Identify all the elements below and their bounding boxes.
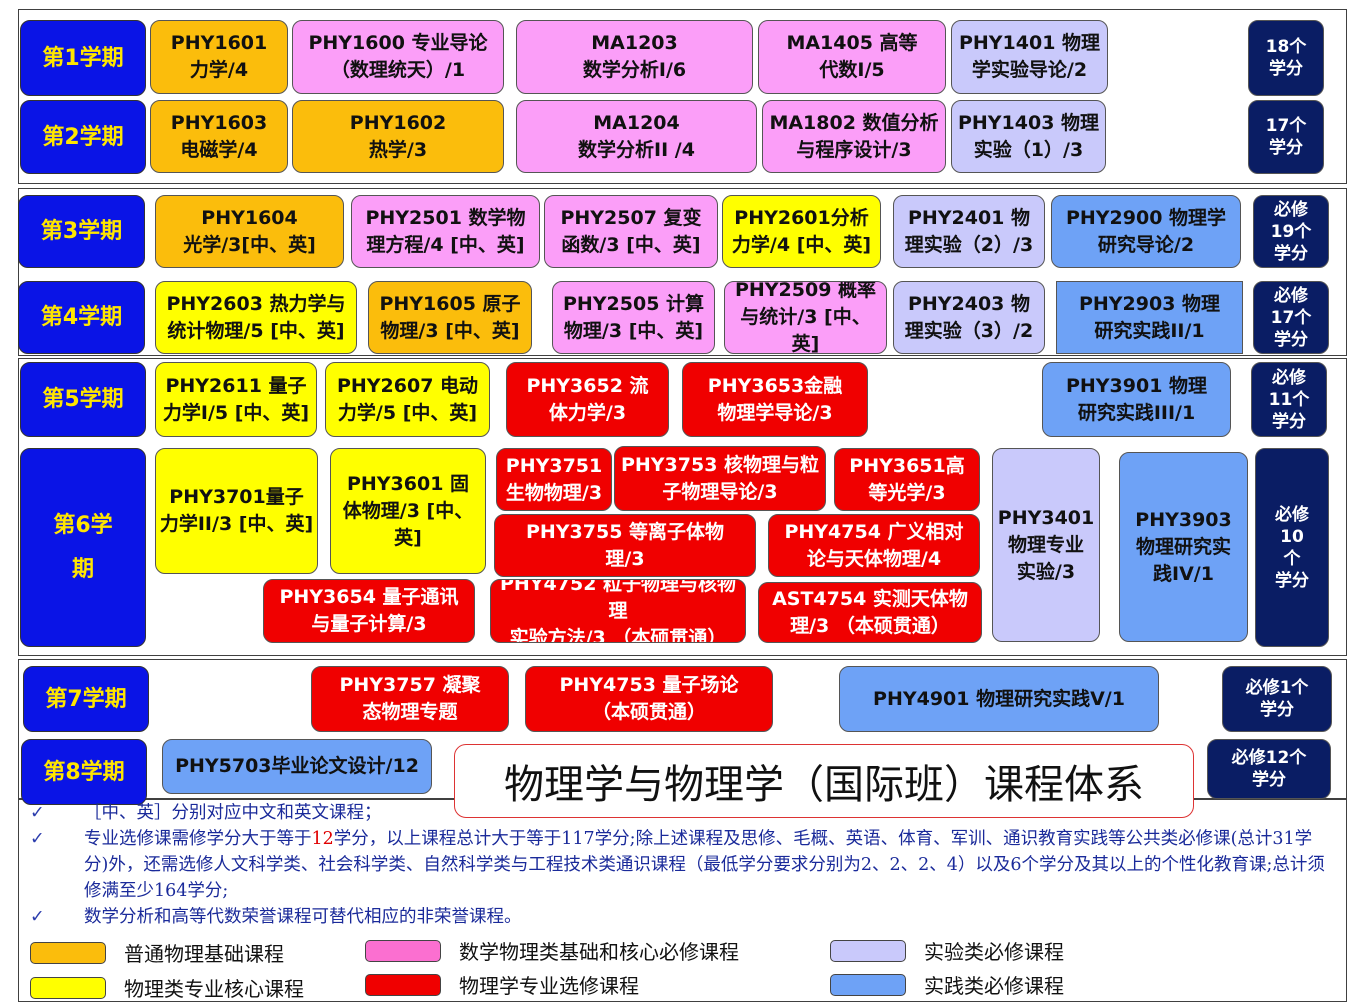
course-phy4753: PHY4753 量子场论 （本硕贯通） <box>525 666 773 732</box>
check-icon: ✓ <box>30 907 45 927</box>
course-phy2501: PHY2501 数学物 理方程/4 [中、英] <box>351 195 540 268</box>
course-phy2903: PHY2903 物理 研究实践II/1 <box>1056 281 1243 354</box>
legend-swatch <box>830 939 906 962</box>
semester-label-7: 第7学期 <box>23 666 149 732</box>
course-ast4754: AST4754 实测天体物 理/3 （本硕贯通） <box>758 582 982 643</box>
semester-label-1: 第1学期 <box>20 20 146 96</box>
semester-label-4: 第4学期 <box>18 281 145 354</box>
course-phy3653: PHY3653金融 物理学导论/3 <box>682 362 868 437</box>
legend-core: 物理类专业核心课程 <box>30 973 304 1002</box>
course-phy3753: PHY3753 核物理与粒 子物理导论/3 <box>614 446 826 511</box>
legend-swatch <box>365 973 441 996</box>
course-phy2505: PHY2505 计算 物理/3 [中、英] <box>552 281 715 354</box>
legend-lab: 实验类必修课程 <box>830 936 1064 965</box>
course-phy3401: PHY3401 物理专业 实验/3 <box>992 448 1100 642</box>
course-phy2509: PHY2509 概率 与统计/3 [中、英] <box>724 281 887 354</box>
course-phy3652: PHY3652 流 体力学/3 <box>506 362 669 437</box>
course-phy4754: PHY4754 广义相对 论与天体物理/4 <box>768 514 980 577</box>
course-phy3701: PHY3701量子 力学II/3 [中、英] <box>155 448 318 574</box>
course-phy1403: PHY1403 物理 实验（1）/3 <box>951 100 1106 173</box>
legend-swatch <box>830 973 906 996</box>
credits-semester-6: 必修 10 个 学分 <box>1255 448 1329 647</box>
semester-label-2: 第2学期 <box>20 100 146 174</box>
group-frame-year2 <box>18 188 1347 356</box>
course-phy4752: PHY4752 粒子物理与核物理 实验方法/3 （本硕贯通） <box>490 579 746 643</box>
group-frame-year3 <box>18 358 1347 656</box>
legend-swatch <box>30 941 106 964</box>
legend-basic-physics: 普通物理基础课程 <box>30 938 284 967</box>
semester-label-5: 第5学期 <box>20 362 146 437</box>
course-phy2611: PHY2611 量子 力学I/5 [中、英] <box>155 362 317 437</box>
course-phy2507: PHY2507 复变 函数/3 [中、英] <box>544 195 718 268</box>
note-2: ✓ 专业选修课需修学分大于等于12学分，以上课程总计大于等于117学分;除上述课… <box>30 826 1335 904</box>
course-phy3651: PHY3651高 等光学/3 <box>834 448 980 511</box>
credits-semester-5: 必修 11个 学分 <box>1251 362 1327 437</box>
course-phy3751: PHY3751 生物物理/3 <box>496 448 612 511</box>
legend-practice: 实践类必修课程 <box>830 970 1064 999</box>
credits-semester-8: 必修12个 学分 <box>1207 739 1331 799</box>
course-phy1601: PHY1601 力学/4 <box>150 20 288 94</box>
course-ma1802: MA1802 数值分析 与程序设计/3 <box>762 100 946 173</box>
credits-semester-2: 17个 学分 <box>1248 100 1324 174</box>
course-phy1600: PHY1600 专业导论 （数理统天）/1 <box>292 20 504 94</box>
semester-label-8: 第8学期 <box>21 739 147 805</box>
course-phy2401: PHY2401 物 理实验（2）/3 <box>893 195 1045 268</box>
legend-swatch <box>365 939 441 962</box>
course-ma1405: MA1405 高等 代数I/5 <box>758 20 946 94</box>
course-phy3757: PHY3757 凝聚 态物理专题 <box>311 666 509 732</box>
group-frame-year1 <box>18 9 1347 184</box>
note-3: ✓ 数学分析和高等代数荣誉课程可替代相应的非荣誉课程。 <box>30 904 1335 930</box>
course-phy3654: PHY3654 量子通讯 与量子计算/3 <box>263 579 475 643</box>
credits-semester-4: 必修 17个 学分 <box>1253 281 1329 354</box>
course-phy1605: PHY1605 原子 物理/3 [中、英] <box>368 281 532 354</box>
check-icon: ✓ <box>30 803 45 823</box>
course-phy1604: PHY1604 光学/3[中、英] <box>155 195 344 268</box>
course-phy1603: PHY1603 电磁学/4 <box>150 100 288 173</box>
course-phy3901: PHY3901 物理 研究实践III/1 <box>1042 362 1231 437</box>
notes: ✓ ［中、英］分别对应中文和英文课程； ✓ 专业选修课需修学分大于等于12学分，… <box>30 800 1335 930</box>
course-phy4901: PHY4901 物理研究实践V/1 <box>839 666 1159 732</box>
legend-math-physics: 数学物理类基础和核心必修课程 <box>365 936 739 965</box>
note-1: ✓ ［中、英］分别对应中文和英文课程； <box>30 800 1335 826</box>
course-phy2601: PHY2601分析 力学/4 [中、英] <box>722 195 881 268</box>
semester-label-6: 第6学 期 <box>20 448 146 647</box>
page-title: 物理学与物理学（国际班）课程体系 <box>454 744 1194 818</box>
credits-semester-7: 必修1个 学分 <box>1222 666 1332 732</box>
course-ma1203: MA1203 数学分析I/6 <box>516 20 753 94</box>
legend-swatch <box>30 976 106 999</box>
check-icon: ✓ <box>30 829 45 849</box>
course-phy5703: PHY5703毕业论文设计/12 <box>162 739 432 794</box>
course-phy3601: PHY3601 固 体物理/3 [中、 英] <box>330 448 486 574</box>
course-phy1602: PHY1602 热学/3 <box>292 100 504 173</box>
credits-semester-3: 必修 19个 学分 <box>1253 195 1329 268</box>
course-phy2603: PHY2603 热力学与 统计物理/5 [中、英] <box>155 281 357 354</box>
course-phy3755: PHY3755 等离子体物 理/3 <box>494 514 756 577</box>
course-phy1401: PHY1401 物理 学实验导论/2 <box>951 20 1108 94</box>
legend-elective: 物理学专业选修课程 <box>365 970 639 999</box>
semester-label-3: 第3学期 <box>18 195 145 268</box>
course-phy2403: PHY2403 物 理实验（3）/2 <box>893 281 1045 354</box>
course-phy3903: PHY3903 物理研究实 践IV/1 <box>1119 452 1248 642</box>
credits-semester-1: 18个 学分 <box>1248 20 1324 96</box>
course-phy2607: PHY2607 电动 力学/5 [中、英] <box>325 362 490 437</box>
course-ma1204: MA1204 数学分析II /4 <box>516 100 757 173</box>
elective-credit-number: 12 <box>311 829 334 849</box>
course-phy2900: PHY2900 物理学 研究导论/2 <box>1051 195 1241 268</box>
